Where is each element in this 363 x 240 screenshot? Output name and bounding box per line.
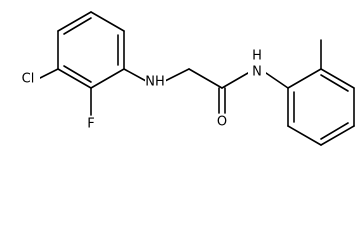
atom-label-carbonyl-oxygen: O [217,115,227,130]
right-benzene-ring [287,68,355,146]
bond-right-ring-2 [320,68,355,89]
bond-right-ring-5 [287,125,322,146]
bond-left-ring-5 [57,68,92,89]
bond-carbonyl-n [221,72,249,89]
structure-svg: Cl F NH O H N [18,11,355,146]
bond-right-ring-double-bottom [320,122,349,140]
bond-left-ring-double-bottom [63,65,92,83]
atom-label-fluorine-group: F [84,116,98,132]
atom-label-fluorine: F [87,117,94,132]
atom-label-oxygen-group: O [214,114,230,130]
atom-label-amide-group: H N [248,49,266,80]
atom-label-amine-nh: NH [145,75,165,90]
atom-label-chlorine: Cl [22,72,35,87]
bond-right-ring-4 [320,125,355,146]
bond-right-ring-double-top [320,74,349,92]
bond-c-cl [39,68,59,79]
atom-label-chlorine-group: Cl [18,70,40,87]
molecule-diagram: Cl F NH O H N [18,11,355,146]
bond-n-right-ring [265,72,289,89]
bond-left-ring-4 [90,68,125,89]
bond-ch2-carbonyl [188,68,223,89]
atom-label-amide-h: H [252,49,262,64]
left-benzene-ring [57,11,125,89]
atom-label-amine-group: NH [145,74,166,90]
bond-nh-ch2 [164,68,190,82]
atom-label-amide-n: N [252,65,262,80]
bond-left-ring-2 [90,11,125,32]
bond-left-ring-1 [57,11,92,32]
bond-right-ring-1 [287,68,322,89]
bond-ring-nh [123,68,147,82]
bond-left-ring-double-top [63,17,92,35]
